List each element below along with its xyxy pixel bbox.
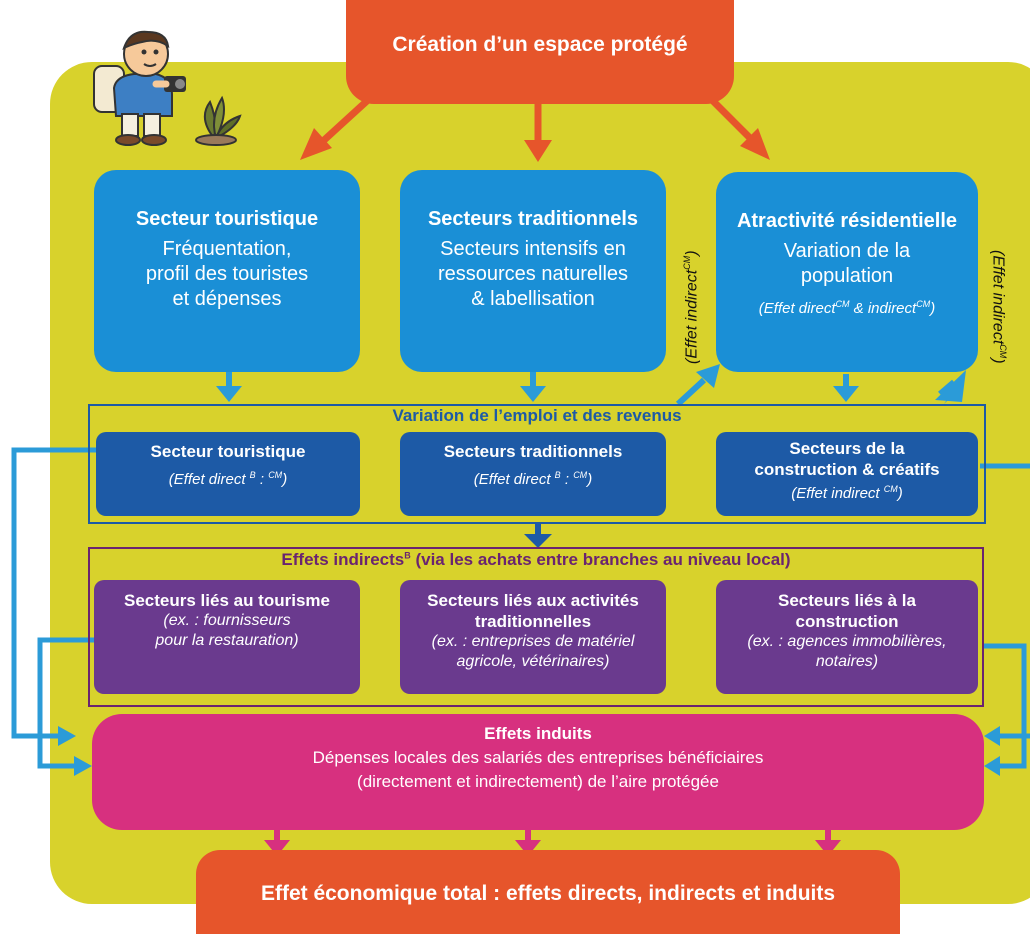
sector-line: population [800, 265, 894, 287]
induced-line: Dépenses locales des salariés des entrep… [312, 748, 764, 767]
sector-line: Secteurs intensifs en [440, 238, 626, 260]
employment-box-effect: (Effet direct B : CM) [168, 470, 288, 488]
employment-box-tourism: Secteur touristique (Effet direct B : CM… [96, 432, 360, 516]
sector-line: ressources naturelles [437, 263, 629, 285]
indirect-box-traditional: Secteurs liés aux activités traditionnel… [400, 580, 666, 694]
indirect-frame [88, 547, 984, 707]
induced-line: (directement et indirectement) de l’aire… [357, 772, 719, 791]
indirect-box-example: pour la restauration) [155, 632, 299, 649]
sector-title: Secteurs traditionnels [427, 208, 639, 230]
pink-arrows [264, 830, 841, 856]
side-label-left: (Effet indirectCM) [682, 250, 701, 364]
sector-line: Fréquentation, [162, 238, 292, 260]
indirect-box-construction: Secteurs liés à la construction (ex. : a… [716, 580, 978, 694]
dark-blue-arrow [524, 524, 552, 548]
sector-box-traditional: Secteurs traditionnels Secteurs intensif… [400, 170, 666, 372]
sector-line: & labellisation [471, 288, 595, 310]
blue-arrows [216, 364, 966, 407]
sector-line: et dépenses [172, 288, 282, 310]
indirect-box-example: (ex. : fournisseurs [163, 612, 291, 629]
creation-espace-protege-box: Création d’un espace protégé [346, 0, 734, 104]
indirect-box-example: (ex. : entreprises de matériel [431, 633, 635, 650]
total-effect-label: Effet économique total : effets directs,… [260, 882, 836, 905]
indirect-title: Effets indirectsB (via les achats entre … [281, 550, 791, 569]
indirect-box-example: (ex. : agences immobilières, [747, 633, 947, 650]
indirect-box-tourism: Secteurs liés au tourisme (ex. : fournis… [94, 580, 360, 694]
employment-box-title: Secteurs de la [789, 439, 905, 458]
sector-line: Variation de la [783, 240, 911, 262]
residential-effect: (Effet directCM & indirectCM) [758, 299, 936, 317]
employment-box-effect: (Effet indirect CM) [791, 484, 903, 502]
indirect-box-title: construction [795, 612, 899, 631]
tourist-with-camera-icon [93, 30, 242, 146]
induced-effects-box: Effets induits Dépenses locales des sala… [92, 714, 984, 830]
sector-line: profil des touristes [145, 263, 309, 285]
orange-arrows [300, 97, 770, 162]
employment-frame [88, 404, 986, 524]
indirect-box-example: agricole, vétérinaires) [456, 653, 610, 670]
induced-title: Effets induits [484, 724, 592, 743]
employment-box-title: construction & créatifs [754, 460, 940, 479]
total-effect-box: Effet économique total : effets directs,… [196, 850, 900, 934]
employment-box-construction: Secteurs de la construction & créatifs (… [716, 432, 978, 516]
sector-title: Atractivité résidentielle [736, 210, 958, 232]
indirect-box-example: notaires) [815, 653, 879, 670]
sector-box-residential: Atractivité résidentielle Variation de l… [716, 172, 978, 372]
indirect-box-title: Secteurs liés au tourisme [124, 591, 330, 610]
feedback-arrowheads [58, 726, 1000, 776]
employment-title: Variation de l’emploi et des revenus [392, 406, 682, 425]
indirect-box-title: traditionnelles [474, 612, 592, 631]
feedback-lines [11, 447, 1030, 769]
sector-box-tourism: Secteur touristique Fréquentation, profi… [94, 170, 360, 372]
side-label-right: (Effet indirectCM) [989, 250, 1008, 364]
employment-box-title: Secteur touristique [150, 442, 306, 461]
creation-label: Création d’un espace protégé [392, 33, 688, 56]
employment-box-effect: (Effet direct B : CM) [473, 470, 593, 488]
employment-box-traditional: Secteurs traditionnels (Effet direct B :… [400, 432, 666, 516]
sector-title: Secteur touristique [135, 208, 319, 230]
employment-box-title: Secteurs traditionnels [443, 442, 623, 461]
indirect-box-title: Secteurs liés aux activités [427, 591, 639, 610]
indirect-box-title: Secteurs liés à la [778, 591, 916, 610]
